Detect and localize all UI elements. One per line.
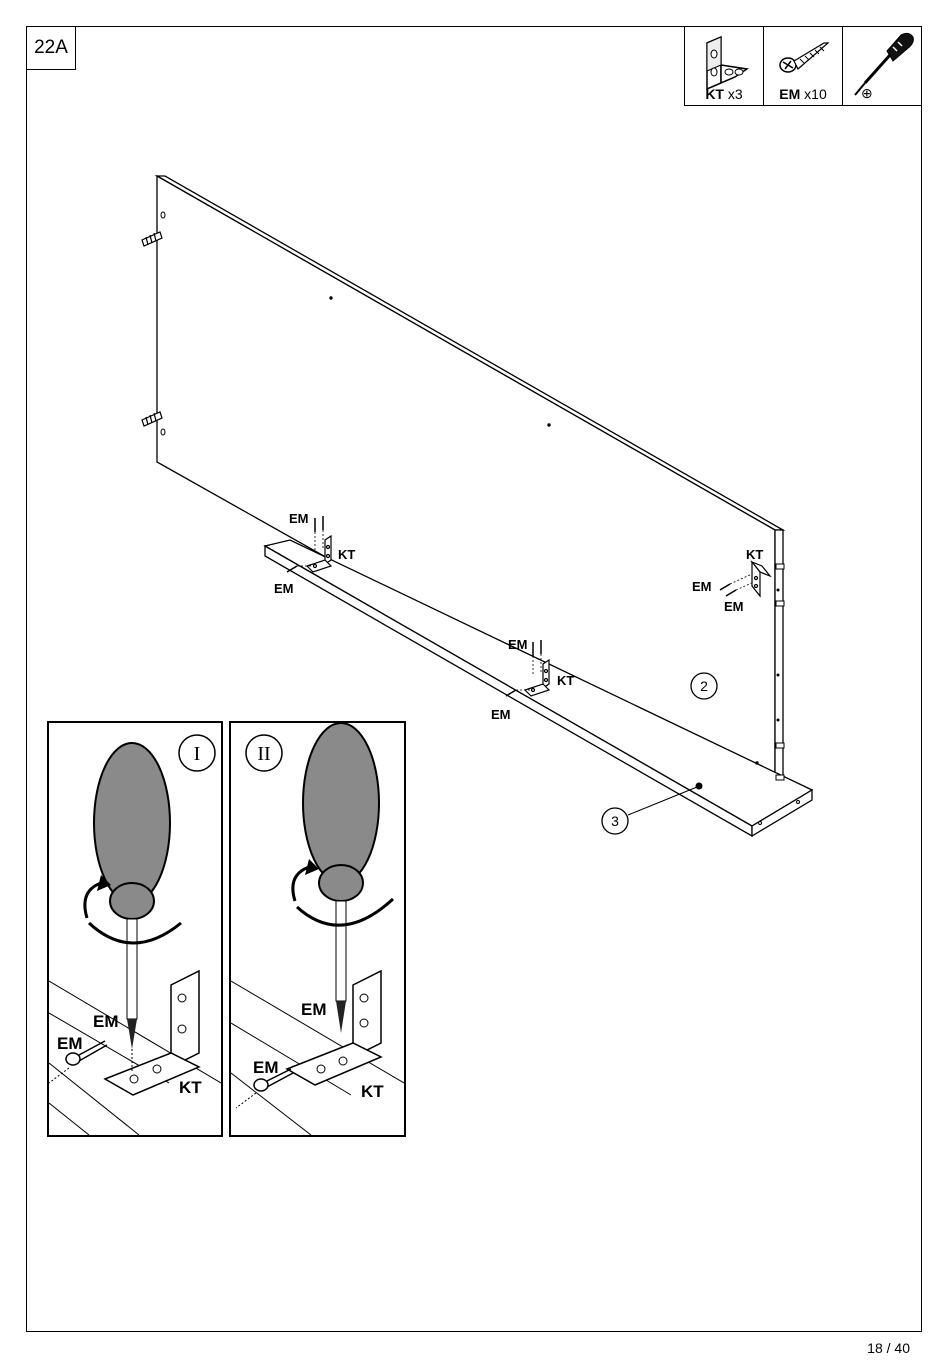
panel-2 <box>157 176 783 815</box>
callout-panel-number: 2 <box>700 678 708 694</box>
detail-drawing-1: I EM EM KT <box>49 723 221 1135</box>
label-em: EM <box>491 707 511 722</box>
detail-drawing-2: II EM EM KT <box>231 723 404 1135</box>
label-kt: KT <box>361 1082 384 1101</box>
label-em: EM <box>508 637 528 652</box>
roman-numeral: I <box>194 743 201 765</box>
label-em: EM <box>93 1012 119 1031</box>
page-number: 18 / 40 <box>867 1340 910 1356</box>
callout-base-number: 3 <box>611 813 619 829</box>
angle-bracket-icon <box>353 971 381 1057</box>
label-kt: KT <box>746 547 763 562</box>
screwdriver-handle-icon <box>303 723 379 883</box>
label-em: EM <box>253 1058 279 1077</box>
detail-panel-2: II EM EM KT <box>229 721 406 1137</box>
label-kt: KT <box>179 1078 202 1097</box>
screwdriver-handle-icon <box>94 743 170 903</box>
label-em: EM <box>692 579 712 594</box>
angle-bracket-icon <box>171 971 199 1067</box>
label-em: EM <box>724 599 744 614</box>
roman-numeral: II <box>257 743 270 765</box>
label-em: EM <box>289 511 309 526</box>
label-em: EM <box>301 1000 327 1019</box>
detail-panel-1: I EM EM KT <box>47 721 223 1137</box>
label-em: EM <box>274 581 294 596</box>
label-kt: KT <box>338 547 355 562</box>
label-kt: KT <box>557 673 574 688</box>
label-em: EM <box>57 1034 83 1053</box>
